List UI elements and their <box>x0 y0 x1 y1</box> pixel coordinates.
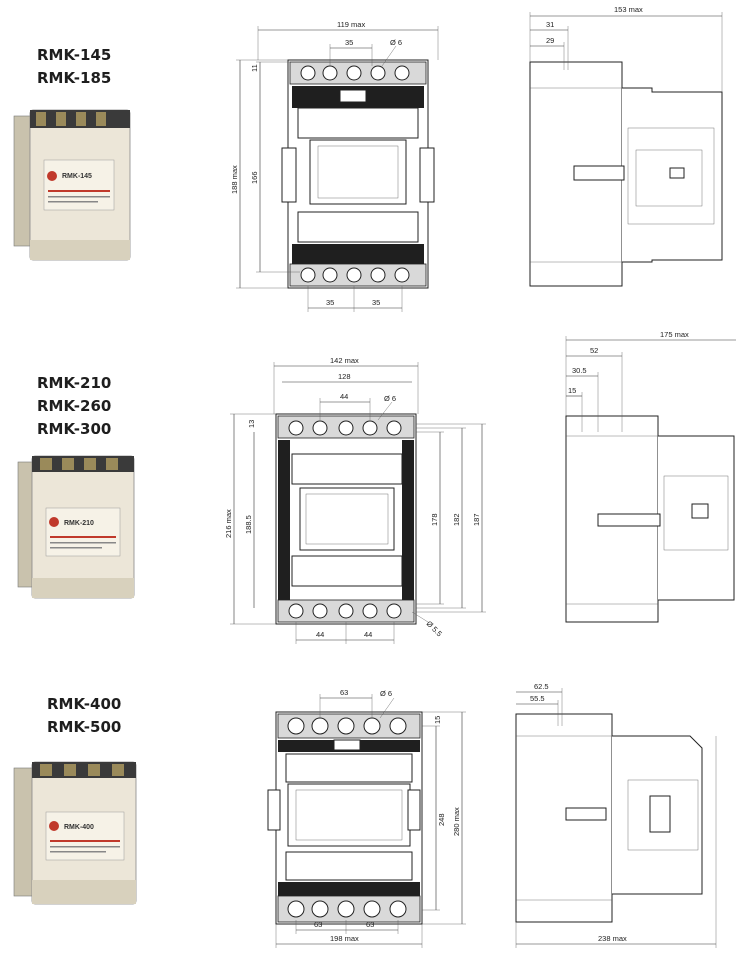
dim-label: 15 <box>433 716 442 724</box>
dim-label: Ø 6 <box>384 394 396 403</box>
dimensions-3-front: 63 Ø 6 15 248 280 max 63 63 198 max <box>275 688 466 948</box>
dimensions-2-front: 142 max 128 44 Ø 6 13 216 max 188.5 178 … <box>224 356 486 644</box>
contactor-photo-3: RMK-400 <box>13 761 137 905</box>
dim-label: Ø 6 <box>380 689 392 698</box>
dim-label: 44 <box>316 630 324 639</box>
dimensions-1-side: 153 max 31 29 <box>529 5 723 92</box>
dim-label: 248 <box>437 813 446 826</box>
dimensions-1-front: 119 max 35 Ø 6 166 188 max 11 35 35 <box>230 20 439 312</box>
dimensions-2-side: 175 max 52 30.5 15 <box>565 330 736 432</box>
dim-label: 44 <box>364 630 372 639</box>
dim-label: 198 max <box>330 934 359 943</box>
side-view-1 <box>529 61 723 287</box>
dim-label: 175 max <box>660 330 689 339</box>
dim-label: 62.5 <box>534 682 549 691</box>
dim-label: 30.5 <box>572 366 587 375</box>
front-view-3 <box>267 711 423 925</box>
side-view-3 <box>515 713 703 923</box>
dim-label: 35 <box>372 298 380 307</box>
dim-label: 238 max <box>598 934 627 943</box>
dim-label: 63 <box>366 920 374 929</box>
model-name: RMK-260 <box>37 397 112 415</box>
dim-label: 52 <box>590 346 598 355</box>
dim-label: 63 <box>314 920 322 929</box>
model-name: RMK-400 <box>47 695 122 713</box>
dim-label: 55.5 <box>530 694 545 703</box>
dim-label: Ø 6 <box>390 38 402 47</box>
dim-label: 178 <box>430 513 439 526</box>
dim-label: 29 <box>546 36 554 45</box>
dim-label: Ø 5.5 <box>425 619 444 638</box>
dim-label: 188.5 <box>244 515 253 534</box>
front-view-2 <box>275 413 417 625</box>
dim-label: 63 <box>340 688 348 697</box>
dim-label: 182 <box>452 513 461 526</box>
dim-label: 15 <box>568 386 576 395</box>
dim-label: 216 max <box>224 509 233 538</box>
dim-label: 142 max <box>330 356 359 365</box>
model-name: RMK-210 <box>37 374 112 392</box>
model-name: RMK-500 <box>47 718 122 736</box>
dim-label: 128 <box>338 372 351 381</box>
model-name: RMK-145 <box>37 46 112 64</box>
dim-label: 35 <box>326 298 334 307</box>
dim-label: 44 <box>340 392 348 401</box>
photo-label: RMK-400 <box>64 824 94 831</box>
photo-label: RMK-145 <box>62 173 92 180</box>
dim-label: 13 <box>247 420 256 428</box>
dim-label: 280 max <box>452 807 461 836</box>
dim-label: 35 <box>345 38 353 47</box>
front-view-1 <box>281 59 435 289</box>
model-name: RMK-185 <box>37 69 112 87</box>
dim-label: 166 <box>250 171 259 184</box>
contactor-photo-2: RMK-210 <box>17 455 135 599</box>
model-list-3: RMK-400 RMK-500 <box>47 693 121 739</box>
photo-label: RMK-210 <box>64 520 94 527</box>
dim-label: 188 max <box>230 165 239 194</box>
model-name: RMK-300 <box>37 420 112 438</box>
model-list-2: RMK-210 RMK-260 RMK-300 <box>37 372 111 441</box>
model-list-1: RMK-145 RMK-185 <box>37 44 111 90</box>
contactor-photo-1: RMK-145 <box>13 109 131 261</box>
side-view-2 <box>565 415 735 623</box>
dim-label: 31 <box>546 20 554 29</box>
dim-label: 187 <box>472 513 481 526</box>
dim-label: 153 max <box>614 5 643 14</box>
dimensions-3-side: 62.5 55.5 238 max <box>515 682 717 948</box>
dim-label: 119 max <box>337 20 365 29</box>
dim-label: 11 <box>250 64 259 72</box>
